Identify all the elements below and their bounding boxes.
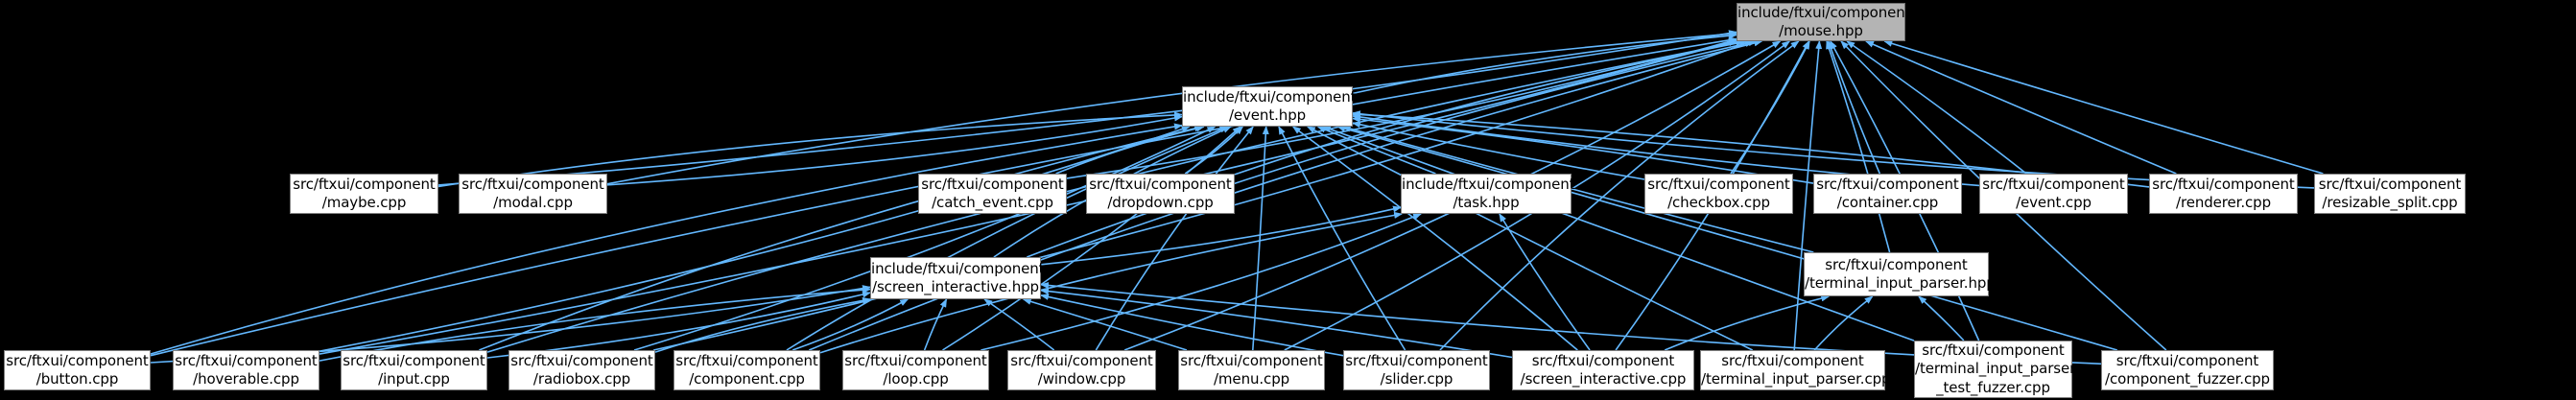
graph-edge-loop_cpp-to-event_hpp xyxy=(942,126,1241,351)
graph-edge-maybe_cpp-to-mouse_hpp xyxy=(437,30,1737,186)
graph-edge-dropdown_cpp-to-event_hpp xyxy=(1184,126,1244,175)
graph-node-label: src/ftxui/component /event.cpp xyxy=(1982,175,2125,211)
graph-node-checkbox_cpp[interactable]: src/ftxui/component /checkbox.cpp xyxy=(1644,174,1793,214)
graph-node-label: src/ftxui/component /terminal_input_pars… xyxy=(1915,341,2076,396)
graph-edge-component_cpp-to-screen_interactive_hpp xyxy=(792,298,910,351)
graph-node-event_cpp[interactable]: src/ftxui/component /event.cpp xyxy=(1979,174,2128,214)
graph-edge-task_hpp-to-event_hpp xyxy=(1316,126,1436,175)
graph-edge-resizable_split_cpp-to-mouse_hpp xyxy=(1883,40,2324,175)
graph-node-button_cpp[interactable]: src/ftxui/component /button.cpp xyxy=(4,350,151,390)
graph-node-event_hpp[interactable]: include/ftxui/component /event.hpp xyxy=(1182,86,1357,127)
graph-edge-radiobox_cpp-to-screen_interactive_hpp xyxy=(654,296,871,353)
graph-node-radiobox_cpp[interactable]: src/ftxui/component /radiobox.cpp xyxy=(508,350,655,390)
graph-edge-menu_cpp-to-event_hpp xyxy=(1252,126,1269,351)
graph-edge-input_cpp-to-event_hpp xyxy=(479,125,1204,351)
graph-node-task_hpp[interactable]: include/ftxui/component /task.hpp xyxy=(1401,174,1575,214)
graph-edge-slider_cpp-to-screen_interactive_hpp xyxy=(1040,294,1344,357)
graph-edge-checkbox_cpp-to-mouse_hpp xyxy=(1730,40,1810,175)
graph-node-slider_cpp[interactable]: src/ftxui/component /slider.cpp xyxy=(1343,350,1490,390)
graph-node-label: src/ftxui/component /window.cpp xyxy=(1010,351,1153,388)
graph-node-tip_test_fuzzer_cpp[interactable]: src/ftxui/component /terminal_input_pars… xyxy=(1914,341,2076,398)
graph-node-label: src/ftxui/component /resizable_split.cpp xyxy=(2318,175,2462,211)
graph-node-label: src/ftxui/component /hoverable.cpp xyxy=(175,351,318,388)
graph-node-label: src/ftxui/component /checkbox.cpp xyxy=(1647,175,1790,211)
graph-edge-terminal_input_parser_cpp-to-event_hpp xyxy=(1306,126,1754,351)
graph-node-label: include/ftxui/component /screen_interact… xyxy=(871,259,1045,295)
graph-node-terminal_input_parser_cpp[interactable]: src/ftxui/component /terminal_input_pars… xyxy=(1700,350,1891,390)
graph-node-label: include/ftxui/component /mouse.hpp xyxy=(1737,3,1911,39)
graph-node-modal_cpp[interactable]: src/ftxui/component /modal.cpp xyxy=(459,174,607,214)
graph-edge-event_hpp-to-mouse_hpp xyxy=(1352,32,1737,95)
graph-node-loop_cpp[interactable]: src/ftxui/component /loop.cpp xyxy=(842,350,989,390)
graph-edge-window_cpp-to-event_hpp xyxy=(1095,126,1254,351)
graph-node-label: src/ftxui/component /loop.cpp xyxy=(844,351,987,388)
graph-edge-button_cpp-to-event_hpp xyxy=(150,123,1183,355)
graph-node-hoverable_cpp[interactable]: src/ftxui/component /hoverable.cpp xyxy=(173,350,319,390)
graph-node-label: src/ftxui/component /menu.cpp xyxy=(1180,351,1323,388)
graph-edge-catch_event_cpp-to-event_hpp xyxy=(1055,125,1205,175)
graph-node-catch_event_cpp[interactable]: src/ftxui/component /catch_event.cpp xyxy=(918,174,1067,214)
graph-node-label: src/ftxui/component /renderer.cpp xyxy=(2152,175,2295,211)
graph-edge-menu_cpp-to-screen_interactive_hpp xyxy=(1022,297,1188,351)
graph-node-label: src/ftxui/component /container.cpp xyxy=(1816,175,1959,211)
graph-node-label: src/ftxui/component /slider.cpp xyxy=(1345,351,1488,388)
graph-edge-screen_interactive_cpp-to-screen_interactive_hpp xyxy=(1040,288,1513,359)
graph-node-component_cpp[interactable]: src/ftxui/component /component.cpp xyxy=(674,350,820,390)
graph-node-resizable_split_cpp[interactable]: src/ftxui/component /resizable_split.cpp xyxy=(2314,174,2466,214)
graph-edge-radiobox_cpp-to-event_hpp xyxy=(633,126,1217,351)
graph-edge-modal_cpp-to-mouse_hpp xyxy=(606,30,1737,185)
graph-node-input_cpp[interactable]: src/ftxui/component /input.cpp xyxy=(341,350,487,390)
graph-edge-terminal_input_parser_cpp-to-terminal_input_parser_hpp xyxy=(1813,295,1874,351)
graph-edge-container_cpp-to-mouse_hpp xyxy=(1828,40,1881,175)
graph-edge-window_cpp-to-screen_interactive_hpp xyxy=(983,298,1055,351)
graph-node-label: src/ftxui/component /input.cpp xyxy=(343,351,485,388)
graph-node-label: src/ftxui/component /catch_event.cpp xyxy=(921,175,1064,211)
graph-edge-checkbox_cpp-to-event_hpp xyxy=(1352,121,1645,180)
graph-node-maybe_cpp[interactable]: src/ftxui/component /maybe.cpp xyxy=(290,174,438,214)
graph-edge-loop_cpp-to-screen_interactive_hpp xyxy=(923,298,948,351)
graph-node-dropdown_cpp[interactable]: src/ftxui/component /dropdown.cpp xyxy=(1086,174,1235,214)
graph-node-label: include/ftxui/component /event.hpp xyxy=(1183,87,1357,124)
graph-edge-renderer_cpp-to-mouse_hpp xyxy=(1864,40,2177,175)
graph-node-label: src/ftxui/component /modal.cpp xyxy=(461,175,604,211)
graph-node-window_cpp[interactable]: src/ftxui/component /window.cpp xyxy=(1007,350,1156,390)
graph-node-mouse_hpp[interactable]: include/ftxui/component /mouse.hpp xyxy=(1737,3,1911,41)
graph-node-component_fuzzer_cpp[interactable]: src/ftxui/component /component_fuzzer.cp… xyxy=(2101,350,2274,390)
graph-node-label: src/ftxui/component /radiobox.cpp xyxy=(510,351,653,388)
graph-node-screen_interactive_cpp[interactable]: src/ftxui/component /screen_interactive.… xyxy=(1512,350,1694,390)
graph-node-container_cpp[interactable]: src/ftxui/component /container.cpp xyxy=(1813,174,1962,214)
graph-edge-slider_cpp-to-event_hpp xyxy=(1278,126,1406,351)
graph-edge-event_cpp-to-mouse_hpp xyxy=(1846,40,2027,175)
graph-edge-tip_test_fuzzer_cpp-to-terminal_input_parser_hpp xyxy=(1918,295,1965,341)
graph-node-label: src/ftxui/component /terminal_input_pars… xyxy=(1805,255,1996,292)
graph-edge-input_cpp-to-screen_interactive_hpp xyxy=(486,291,871,359)
graph-node-label: src/ftxui/component /component_fuzzer.cp… xyxy=(2105,351,2270,388)
graph-node-renderer_cpp[interactable]: src/ftxui/component /renderer.cpp xyxy=(2149,174,2298,214)
graph-edge-hoverable_cpp-to-event_hpp xyxy=(319,126,1191,352)
graph-node-screen_interactive_hpp[interactable]: include/ftxui/component /screen_interact… xyxy=(870,257,1045,299)
graph-node-label: src/ftxui/component /maybe.cpp xyxy=(293,175,436,211)
graph-edge-tip_test_fuzzer_cpp-to-event_hpp xyxy=(1322,126,1915,341)
graph-edge-component_fuzzer_cpp-to-event_hpp xyxy=(1336,125,2118,351)
graph-node-label: src/ftxui/component /component.cpp xyxy=(675,351,818,388)
graph-edge-screen_interactive_hpp-to-task_hpp xyxy=(1040,205,1402,266)
graph-edge-terminal_input_parser_hpp-to-mouse_hpp xyxy=(1826,40,1891,253)
graph-edge-screen_interactive_cpp-to-terminal_input_parser_hpp xyxy=(1664,294,1831,351)
graph-node-label: src/ftxui/component /terminal_input_pars… xyxy=(1701,351,1891,388)
graph-edge-component_cpp-to-event_hpp xyxy=(786,126,1229,351)
graph-node-label: src/ftxui/component /button.cpp xyxy=(6,351,149,388)
graph-node-terminal_input_parser_hpp[interactable]: src/ftxui/component /terminal_input_pars… xyxy=(1804,252,1996,296)
graph-node-label: include/ftxui/component /task.hpp xyxy=(1402,175,1575,211)
graph-node-label: src/ftxui/component /screen_interactive.… xyxy=(1520,351,1687,388)
graph-edge-catch_event_cpp-to-mouse_hpp xyxy=(1066,38,1737,179)
graph-edge-screen_interactive_cpp-to-event_hpp xyxy=(1291,126,1578,351)
graph-node-menu_cpp[interactable]: src/ftxui/component /menu.cpp xyxy=(1178,350,1325,390)
graph-edge-screen_interactive_hpp-to-mouse_hpp xyxy=(1027,39,1758,258)
graph-edge-screen_interactive_cpp-to-task_hpp xyxy=(1499,213,1591,351)
graph-node-label: src/ftxui/component /dropdown.cpp xyxy=(1089,175,1232,211)
graph-edge-loop_cpp-to-task_hpp xyxy=(981,213,1423,351)
